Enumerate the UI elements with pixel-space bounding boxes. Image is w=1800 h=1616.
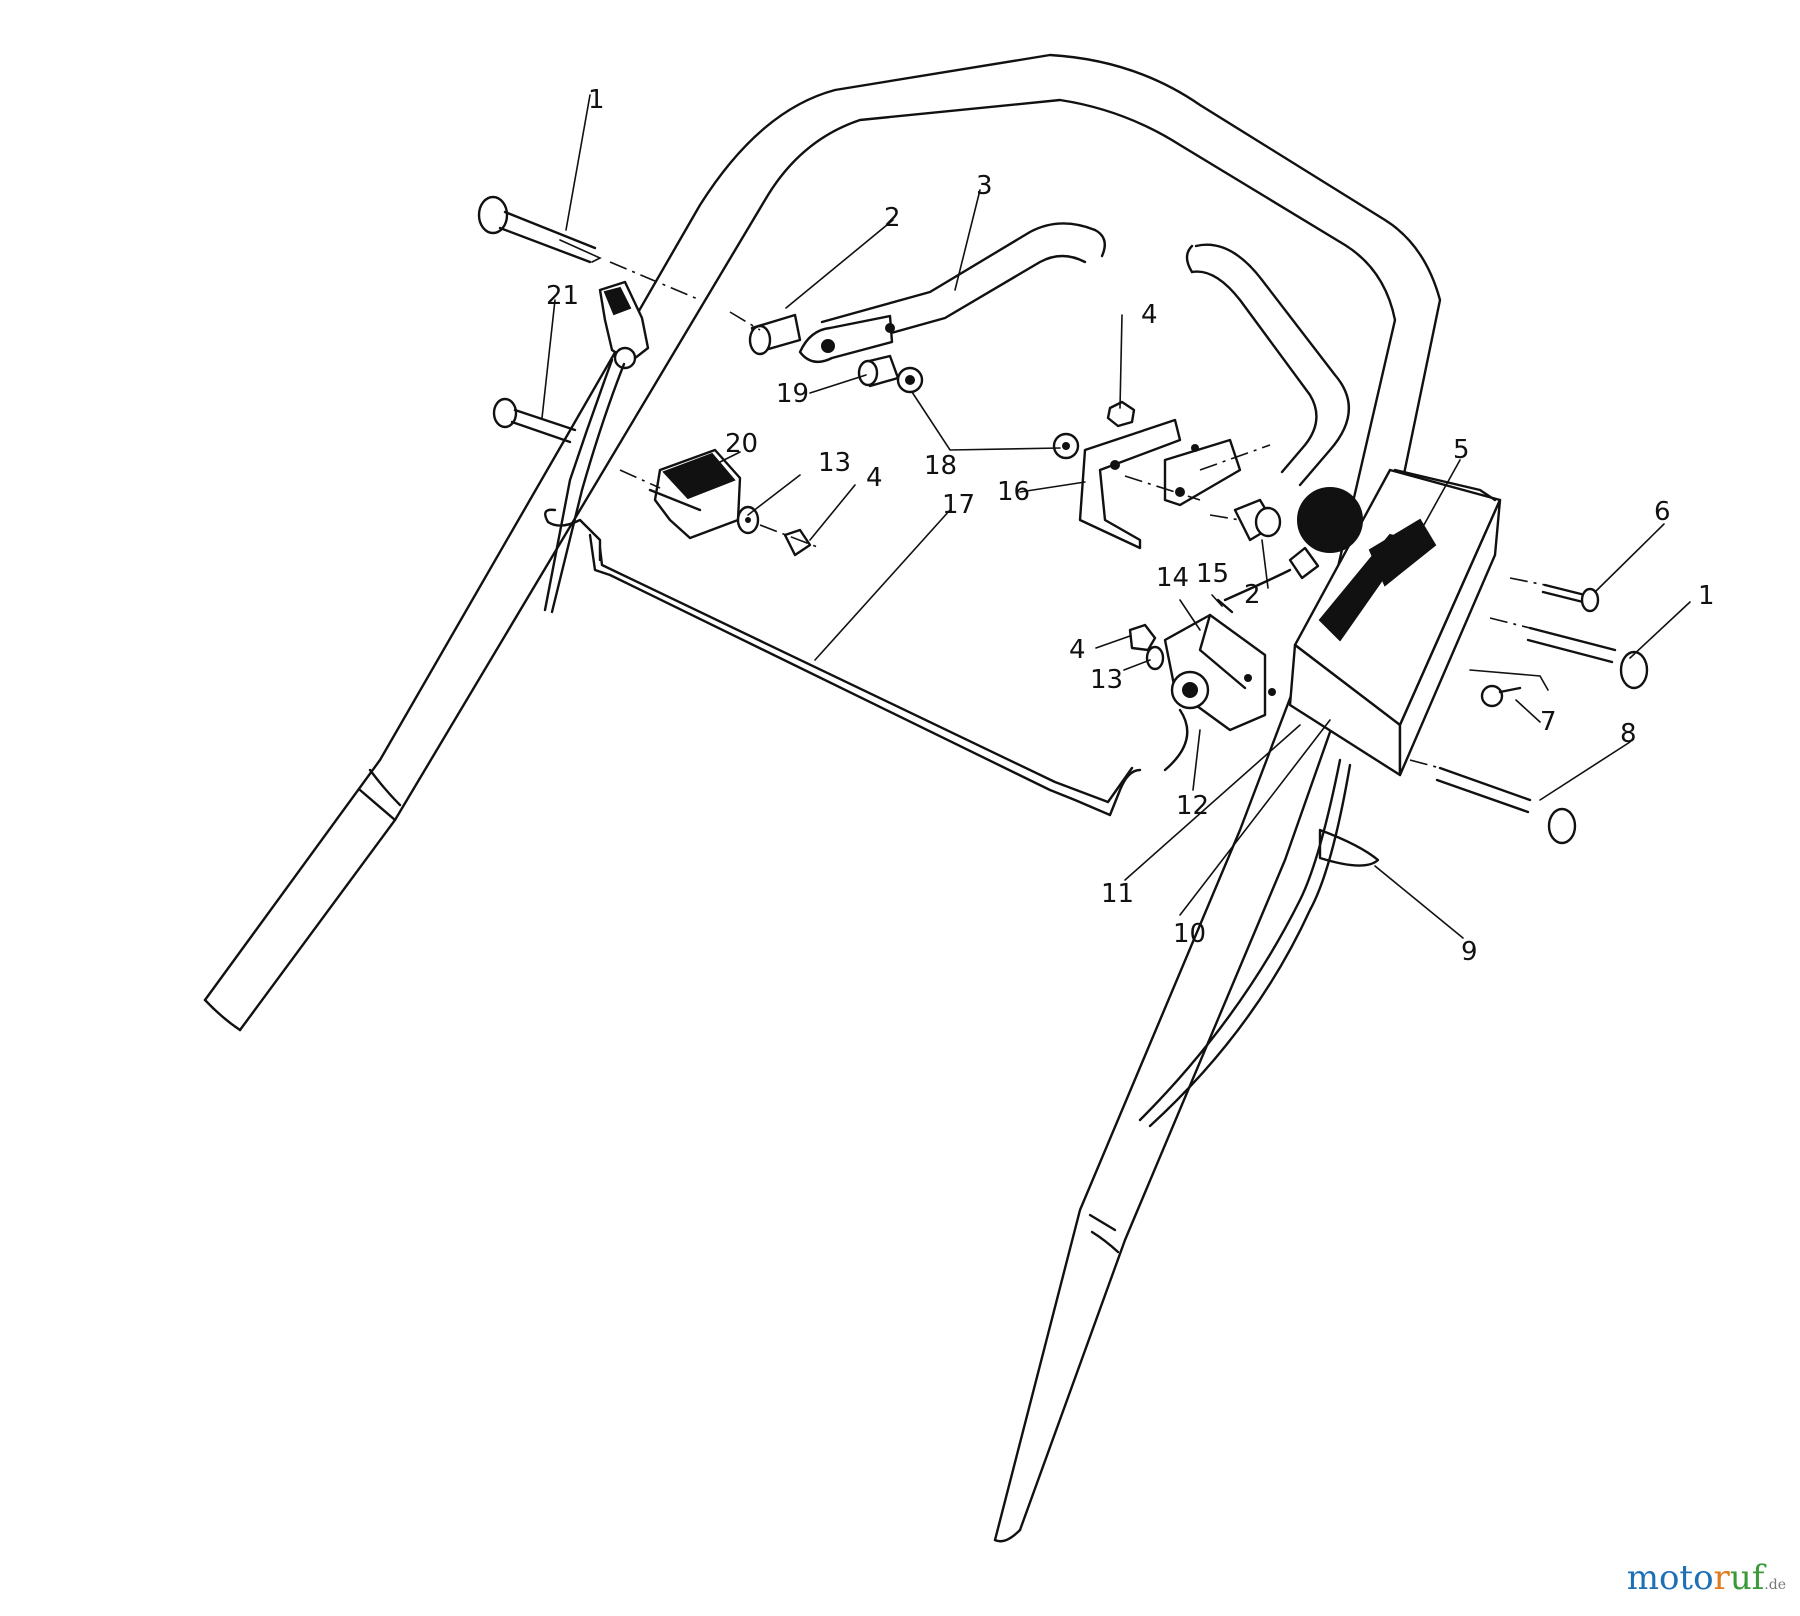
- brake-cable-bracket: [543, 280, 650, 614]
- pivot-bushing-2-lower: [1209, 498, 1282, 542]
- bolt-21: [492, 397, 577, 444]
- callout-4-lower: 4: [1069, 635, 1086, 665]
- callout-17: 17: [942, 490, 975, 520]
- spacer-19: [857, 354, 900, 388]
- nut-4-lower: [1128, 623, 1157, 652]
- nut-4-upper: [1106, 400, 1136, 428]
- control-rod-17: [588, 533, 1142, 817]
- callout-4-left: 4: [866, 463, 883, 493]
- bolt-8: [1409, 759, 1577, 845]
- callout-1-right: 1: [1698, 581, 1715, 611]
- callout-6: 6: [1654, 497, 1671, 527]
- callout-19: 19: [776, 379, 809, 409]
- nut-18-right: [1052, 432, 1080, 460]
- callout-14: 14: [1156, 563, 1189, 593]
- site-watermark: motoruf.de: [1626, 1558, 1786, 1598]
- bolt-1-left: [477, 195, 701, 301]
- cable-12: [1163, 546, 1320, 772]
- callout-20: 20: [725, 429, 758, 459]
- callout-11: 11: [1101, 879, 1134, 909]
- nut-18-upper: [896, 366, 924, 394]
- operator-bail-bar: [798, 222, 1350, 487]
- callout-2-upper: 2: [884, 203, 901, 233]
- callout-16: 16: [997, 477, 1030, 507]
- callout-5: 5: [1453, 435, 1470, 465]
- callout-8: 8: [1620, 719, 1637, 749]
- cable-clip-9: [1318, 828, 1380, 867]
- callout-12: 12: [1176, 791, 1209, 821]
- bracket-block-20: [619, 448, 742, 540]
- callout-labels: 1 2 3 21 4 19 20 13 4 18 16 17 5 6 1 2 1…: [546, 85, 1715, 967]
- callout-7: 7: [1540, 707, 1557, 737]
- callout-13-lower: 13: [1090, 665, 1123, 695]
- callout-10: 10: [1173, 919, 1206, 949]
- pivot-bushing-2: [729, 311, 802, 356]
- main-cable: [1138, 758, 1352, 1128]
- bolt-15: [1216, 598, 1234, 614]
- washer-13-lower: [1145, 645, 1165, 671]
- bolt-7: [1469, 669, 1549, 708]
- leader-lines: [541, 94, 1691, 939]
- callout-18: 18: [924, 451, 957, 481]
- switch-block-14: [1163, 613, 1267, 732]
- callout-9: 9: [1461, 937, 1478, 967]
- bolt-1-right: [1489, 617, 1649, 690]
- callout-13-left: 13: [818, 448, 851, 478]
- callout-1-upper-left: 1: [588, 85, 605, 115]
- callout-4-upper: 4: [1141, 300, 1158, 330]
- nut-4-left: [759, 524, 821, 557]
- bracket-16: [1078, 418, 1271, 550]
- throttle-control-box: [1268, 468, 1502, 777]
- callout-3: 3: [976, 171, 993, 201]
- washer-13-left: [736, 505, 760, 535]
- handle-frame: [203, 53, 1442, 1543]
- callout-15: 15: [1196, 559, 1229, 589]
- bolt-6: [1509, 577, 1600, 613]
- callout-21: 21: [546, 281, 579, 311]
- callout-2-lower: 2: [1244, 580, 1261, 610]
